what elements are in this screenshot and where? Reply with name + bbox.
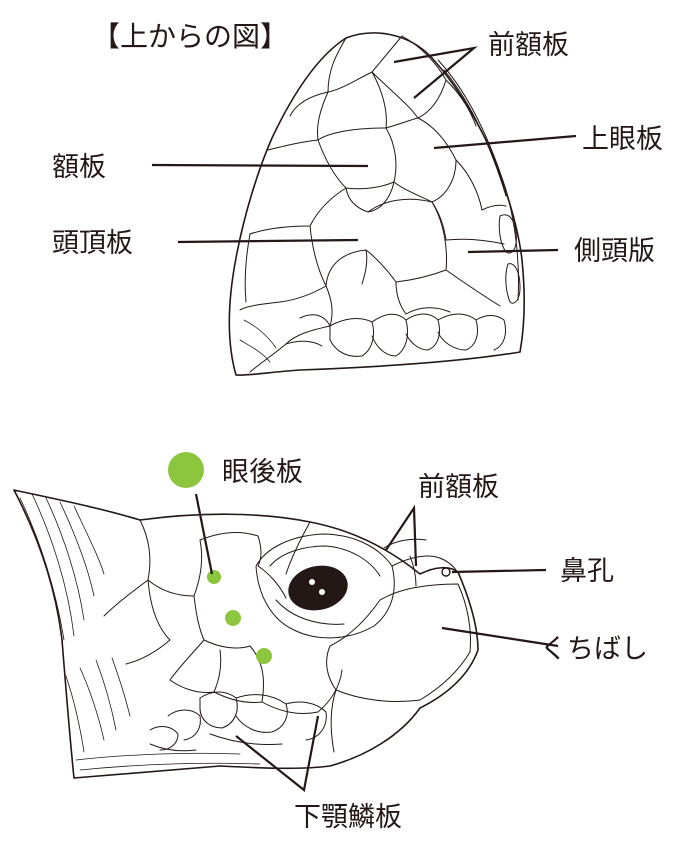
side-view: 眼後板 前額板 鼻孔 くちばし 下顎鱗板 xyxy=(14,452,648,833)
head-top-drawing xyxy=(229,33,524,375)
leader-top-frontal xyxy=(152,165,368,166)
marker-legend xyxy=(168,452,204,488)
top-view: 【上からの図】 xyxy=(52,20,663,375)
head-top-outline xyxy=(229,33,524,375)
label-side-prefrontal: 前額板 xyxy=(418,472,499,503)
label-top-temporal: 側頭版 xyxy=(574,236,655,267)
marker-3 xyxy=(256,648,272,664)
top-view-title: 【上からの図】 xyxy=(92,20,288,53)
label-side-postocular: 眼後板 xyxy=(222,457,303,488)
label-top-prefrontal: 前額板 xyxy=(488,30,569,61)
label-side-beak: くちばし xyxy=(540,634,648,665)
leader-side-nostril xyxy=(452,570,546,572)
label-side-nostril: 鼻孔 xyxy=(560,556,614,587)
label-top-supraocular: 上眼板 xyxy=(582,124,663,155)
label-top-frontal: 額板 xyxy=(52,152,106,183)
label-top-parietal: 頭頂板 xyxy=(52,228,133,259)
marker-2 xyxy=(225,610,241,626)
head-side-drawing xyxy=(14,490,478,778)
marker-1 xyxy=(207,570,221,584)
nostril xyxy=(442,568,450,576)
label-side-inframarginal: 下顎鱗板 xyxy=(294,802,402,833)
